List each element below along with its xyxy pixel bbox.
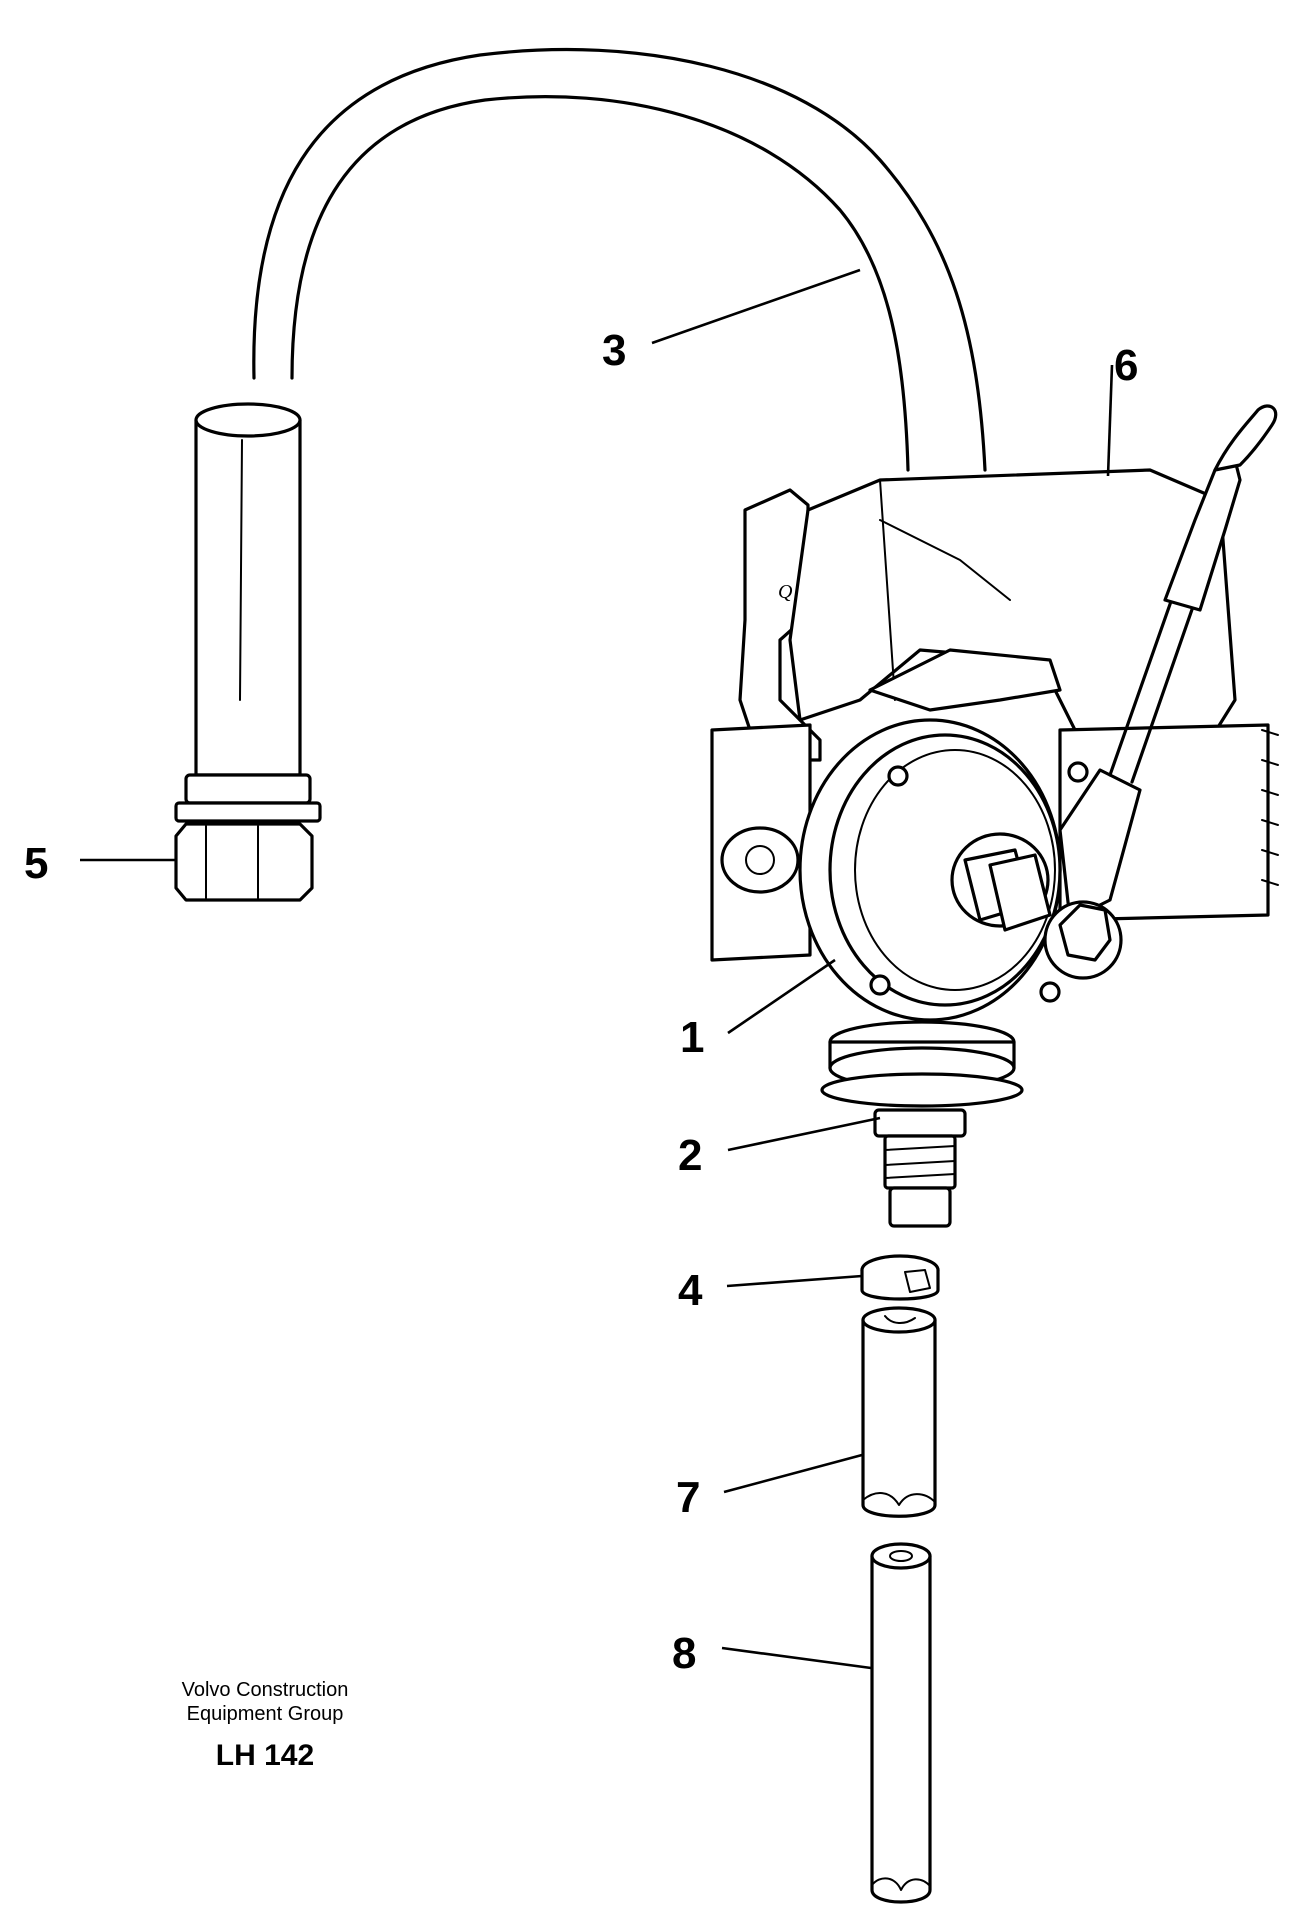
leader-6 xyxy=(1106,364,1114,477)
tube-8 xyxy=(870,1542,932,1904)
pump-body-1 xyxy=(798,718,1089,1022)
callout-1: 1 xyxy=(680,1013,704,1062)
callout-5: 5 xyxy=(24,839,48,888)
tube-5 xyxy=(174,402,322,902)
callout-2: 2 xyxy=(678,1131,702,1180)
company-name-line1: Volvo Construction xyxy=(182,1679,349,1701)
leader-8 xyxy=(721,1646,872,1670)
callout-8: 8 xyxy=(672,1629,696,1678)
callout-3: 3 xyxy=(602,326,626,375)
drawing-code: LH 142 xyxy=(216,1739,314,1772)
clamp-4 xyxy=(860,1254,940,1301)
leader-lines xyxy=(80,268,1114,1670)
callout-7: 7 xyxy=(676,1473,700,1522)
leader-7 xyxy=(723,1453,863,1494)
hose-7 xyxy=(861,1306,937,1518)
callout-labels: 1 2 3 4 5 6 7 8 xyxy=(24,326,1138,1678)
outlet-2 xyxy=(820,1020,1024,1228)
callout-6: 6 xyxy=(1114,341,1138,390)
leader-4 xyxy=(726,1274,863,1288)
callout-4: 4 xyxy=(678,1266,703,1315)
hose-3 xyxy=(252,47,987,472)
footer-block: Volvo Construction Equipment Group LH 14… xyxy=(182,1679,349,1772)
company-name-line2: Equipment Group xyxy=(187,1703,344,1725)
leader-2 xyxy=(727,1116,881,1152)
housing-6: Q xyxy=(738,468,1237,762)
pump-lever xyxy=(1043,404,1278,980)
svg-text:Q: Q xyxy=(778,581,793,603)
leader-3 xyxy=(651,268,861,345)
leader-1 xyxy=(727,958,836,1035)
